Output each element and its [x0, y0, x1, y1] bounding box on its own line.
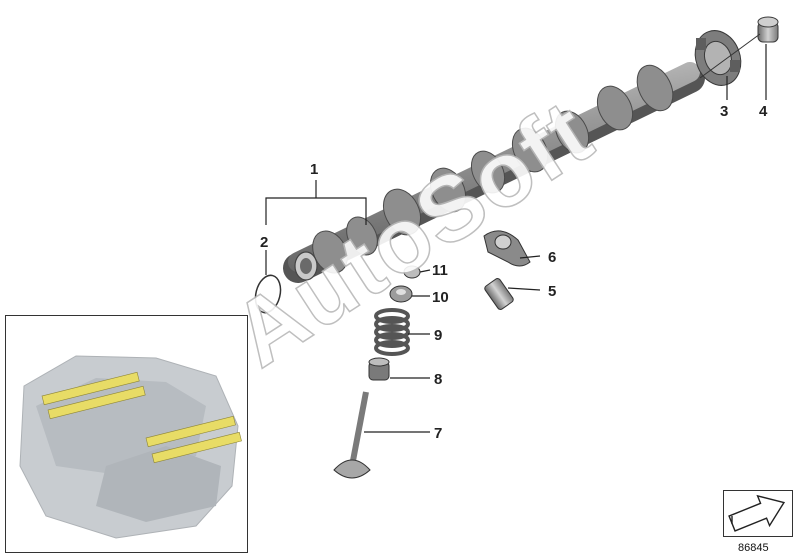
- valve-stem-seal: [368, 357, 390, 381]
- sealing-ring: [254, 274, 282, 314]
- leader-lines: [265, 44, 767, 433]
- callout-5: 5: [548, 283, 557, 300]
- callout-8: 8: [434, 371, 443, 388]
- camshaft: [283, 62, 705, 283]
- callout-2: 2: [260, 234, 269, 251]
- valve-spring: [374, 308, 410, 356]
- engine-silhouette: [19, 355, 242, 539]
- highlighted-camshafts: [41, 371, 242, 464]
- callout-3: 3: [720, 103, 729, 120]
- callout-7: 7: [434, 425, 443, 442]
- diagram-number: 86845: [738, 542, 769, 554]
- callout-4: 4: [759, 103, 768, 120]
- callout-6: 6: [548, 249, 557, 266]
- screw-plug: [757, 16, 779, 43]
- valve: [333, 391, 371, 479]
- hydraulic-lifter: [484, 278, 514, 310]
- arrow-icon: [728, 494, 786, 532]
- callout-10: 10: [432, 289, 449, 306]
- navigation-arrow-box: [723, 490, 793, 537]
- roller-follower: [483, 230, 531, 267]
- callout-11: 11: [432, 262, 448, 279]
- callout-9: 9: [434, 327, 443, 344]
- spring-retainer: [389, 285, 413, 303]
- callout-1: 1: [310, 161, 319, 178]
- engine-overview-inset: [5, 315, 248, 553]
